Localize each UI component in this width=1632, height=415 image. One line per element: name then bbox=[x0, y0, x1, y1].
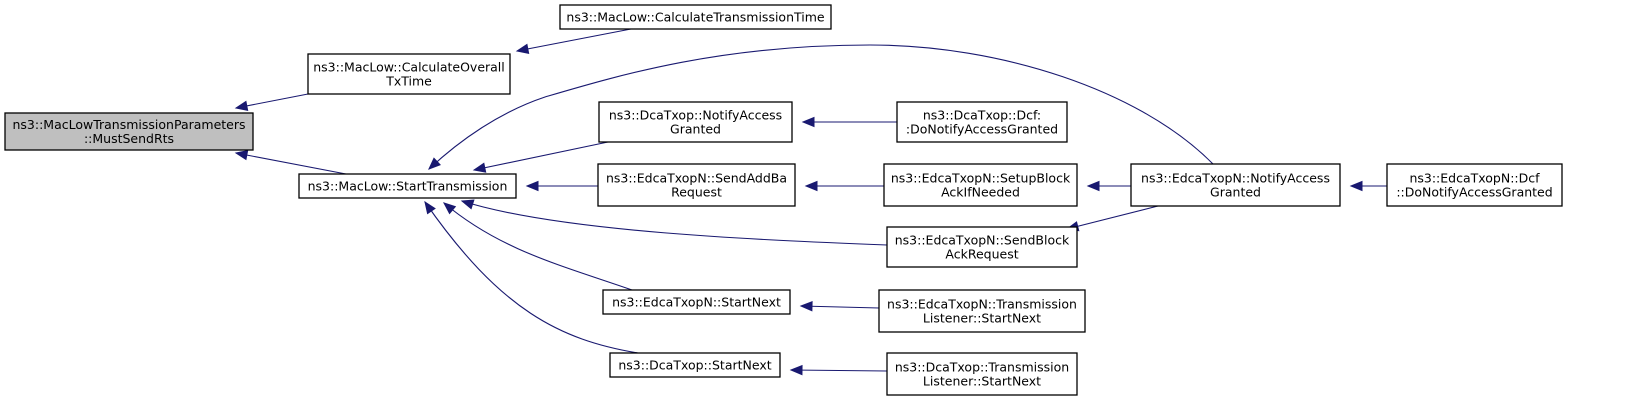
node-label-line: Granted bbox=[1210, 185, 1261, 200]
arrow-head-icon bbox=[1086, 180, 1100, 192]
node-box bbox=[602, 289, 791, 315]
node-box bbox=[307, 53, 511, 95]
node-label-line: ns3::DcaTxop::StartNext bbox=[618, 358, 771, 373]
arrow-head-icon bbox=[234, 100, 249, 111]
edge-line bbox=[428, 44, 1214, 170]
arrow-head-icon bbox=[424, 200, 436, 215]
node-label-line: ns3::EdcaTxopN::Transmission bbox=[887, 297, 1077, 312]
edge-line bbox=[461, 200, 888, 246]
node-label-line: ns3::EdcaTxopN::SendAddBa bbox=[606, 171, 787, 186]
edge-line bbox=[790, 369, 888, 372]
arrow-head-icon bbox=[525, 180, 539, 192]
node-label-line: Request bbox=[671, 185, 722, 200]
arrow-head-icon bbox=[460, 199, 475, 210]
node-label-line: Granted bbox=[670, 122, 721, 137]
node-label-line: ns3::EdcaTxopN::SetupBlock bbox=[891, 171, 1071, 186]
arrow-head-icon bbox=[801, 116, 815, 128]
edge-edca_setupblock-to-edca_sendaddba bbox=[804, 180, 884, 192]
node-dca-notify[interactable]: ns3::DcaTxop::NotifyAccessGranted bbox=[598, 101, 793, 143]
node-box bbox=[1386, 163, 1563, 207]
node-edca-dcf[interactable]: ns3::EdcaTxopN::Dcf::DoNotifyAccessGrant… bbox=[1386, 163, 1563, 207]
node-label-line: ::MustSendRts bbox=[84, 131, 174, 146]
node-label-line: ns3::MacLow::CalculateTransmissionTime bbox=[566, 10, 825, 25]
node-box bbox=[598, 101, 793, 143]
node-dca-tl-startnext[interactable]: ns3::DcaTxop::TransmissionListener::Star… bbox=[886, 352, 1078, 396]
node-label-line: ::DoNotifyAccessGranted bbox=[1396, 185, 1552, 200]
arrow-head-icon bbox=[1349, 180, 1363, 192]
edge-dca_notify-to-start_tx bbox=[472, 141, 609, 173]
arrow-head-icon bbox=[442, 202, 457, 215]
edge-edca_dcf-to-edca_notify bbox=[1349, 180, 1387, 192]
edge-calc_overall-to-must_send_rts bbox=[234, 93, 309, 111]
node-label-line: ns3::MacLow::CalculateOverall bbox=[313, 60, 505, 75]
node-dca-dcf[interactable]: ns3::DcaTxop::Dcf::DoNotifyAccessGranted bbox=[896, 101, 1068, 143]
edge-edca_tl_startnext-to-edca_startnext bbox=[799, 301, 880, 312]
arrow-head-icon bbox=[515, 43, 530, 54]
node-label-line: ns3::EdcaTxopN::NotifyAccess bbox=[1141, 171, 1330, 186]
node-label-line: Listener::StartNext bbox=[923, 311, 1041, 326]
node-label-line: ns3::DcaTxop::Transmission bbox=[895, 360, 1069, 375]
node-label-line: ns3::DcaTxop::Dcf: bbox=[923, 108, 1041, 123]
edge-start_tx-to-must_send_rts bbox=[234, 150, 347, 175]
arrow-head-icon bbox=[472, 162, 487, 173]
node-label-line: ns3::MacLowTransmissionParameters bbox=[12, 117, 245, 132]
node-must-send-rts[interactable]: ns3::MacLowTransmissionParameters::MustS… bbox=[4, 112, 254, 151]
edge-edca_sendblockack-to-edca_notify bbox=[1065, 205, 1159, 232]
edge-edca_sendaddba-to-start_tx bbox=[525, 180, 598, 192]
edge-line bbox=[473, 141, 609, 171]
node-box bbox=[1130, 163, 1341, 207]
edge-dca_dcf-to-dca_notify bbox=[801, 116, 897, 128]
node-start-tx[interactable]: ns3::MacLow::StartTransmission bbox=[298, 173, 517, 199]
node-label-line: TxTime bbox=[385, 74, 432, 89]
node-label-line: ns3::DcaTxop::NotifyAccess bbox=[609, 108, 782, 123]
node-box bbox=[883, 163, 1078, 207]
node-calc-tx-time[interactable]: ns3::MacLow::CalculateTransmissionTime bbox=[559, 4, 832, 30]
edge-line bbox=[800, 305, 880, 309]
edge-dca_tl_startnext-to-dca_startnext bbox=[789, 364, 888, 376]
edge-line bbox=[443, 202, 633, 291]
node-edca-notify[interactable]: ns3::EdcaTxopN::NotifyAccessGranted bbox=[1130, 163, 1341, 207]
edge-edca_startnext-to-start_tx bbox=[442, 202, 633, 291]
arrow-head-icon bbox=[804, 180, 818, 192]
node-dca-startnext[interactable]: ns3::DcaTxop::StartNext bbox=[609, 352, 781, 378]
node-box bbox=[4, 112, 254, 151]
edge-line bbox=[424, 201, 639, 354]
node-box bbox=[597, 163, 796, 207]
node-edca-tl-startnext[interactable]: ns3::EdcaTxopN::TransmissionListener::St… bbox=[878, 289, 1086, 333]
edge-dca_startnext-to-start_tx bbox=[424, 200, 639, 354]
node-label-line: ns3::MacLow::StartTransmission bbox=[308, 179, 508, 194]
node-box bbox=[896, 101, 1068, 143]
node-box bbox=[886, 352, 1078, 396]
node-box bbox=[559, 4, 832, 30]
node-label-line: AckIfNeeded bbox=[941, 185, 1020, 200]
arrow-head-icon bbox=[234, 150, 249, 161]
node-label-line: ns3::EdcaTxopN::SendBlock bbox=[895, 233, 1070, 248]
edge-line bbox=[235, 93, 309, 109]
arrow-head-icon bbox=[428, 157, 441, 170]
node-label-line: ns3::EdcaTxopN::StartNext bbox=[612, 295, 781, 310]
edge-line bbox=[1066, 205, 1159, 230]
node-label-line: :DoNotifyAccessGranted bbox=[906, 122, 1058, 137]
node-label-line: Listener::StartNext bbox=[923, 374, 1041, 389]
edge-calc_tx_time-to-calc_overall bbox=[515, 28, 632, 54]
node-label-line: AckRequest bbox=[945, 247, 1018, 262]
edge-line bbox=[235, 152, 347, 175]
edge-edca_sendblockack-to-start_tx bbox=[460, 199, 888, 246]
arrow-head-icon bbox=[789, 364, 803, 376]
edge-edca_notify-to-start_tx bbox=[428, 44, 1214, 170]
node-label-line: ns3::EdcaTxopN::Dcf bbox=[1409, 171, 1540, 186]
node-box bbox=[298, 173, 517, 199]
node-box bbox=[609, 352, 781, 378]
arrow-head-icon bbox=[799, 301, 813, 312]
edge-edca_notify-to-edca_setupblock bbox=[1086, 180, 1131, 192]
node-box bbox=[878, 289, 1086, 333]
node-box bbox=[886, 226, 1078, 268]
node-edca-startnext[interactable]: ns3::EdcaTxopN::StartNext bbox=[602, 289, 791, 315]
edge-line bbox=[516, 28, 632, 52]
